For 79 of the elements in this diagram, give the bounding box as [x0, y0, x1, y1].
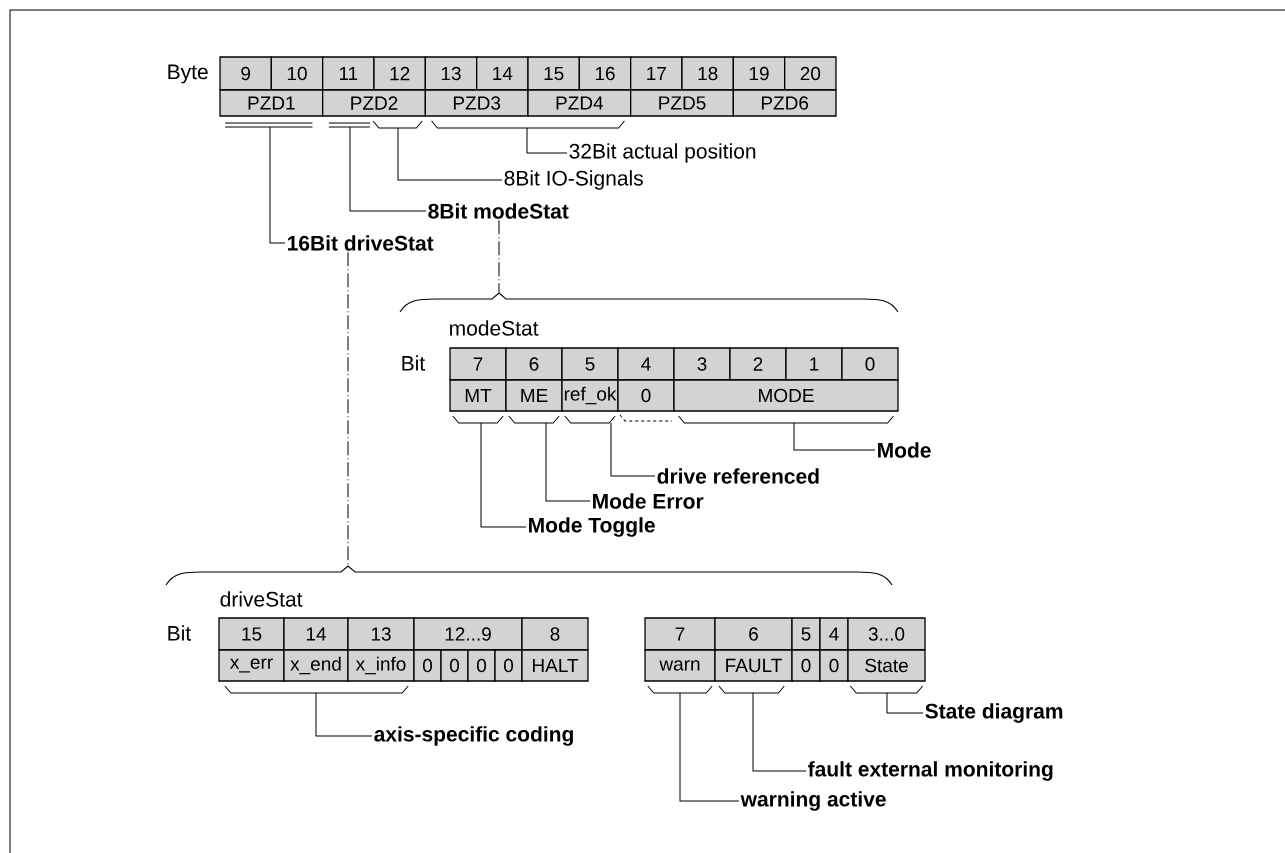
- leader-line: [431, 120, 625, 154]
- leader-line: [508, 415, 591, 502]
- leader-line: [718, 685, 807, 772]
- table-cell: 14: [283, 617, 349, 651]
- table-cell: PZD1: [219, 89, 324, 117]
- table-cell: x_err: [218, 649, 285, 682]
- callout-label: axis-specific coding: [374, 726, 573, 746]
- table-cell: 4: [617, 347, 675, 381]
- table-label: Byte: [168, 64, 208, 84]
- table-cell: 5: [561, 347, 619, 381]
- table-cell: 15: [218, 617, 285, 651]
- table-cell: 8: [521, 617, 589, 651]
- callout-label: drive referenced: [657, 468, 819, 484]
- table-cell: 0: [791, 649, 821, 682]
- callout-label: 8Bit IO-Signals: [504, 170, 643, 190]
- table-cell: PZD4: [527, 89, 632, 117]
- table-cell: 6: [505, 347, 563, 381]
- table-cell: 19: [732, 56, 786, 91]
- table-cell: 2: [729, 347, 787, 381]
- leader-line: [328, 122, 427, 212]
- table-cell: PZD5: [630, 89, 734, 117]
- table-cell: 5: [791, 617, 821, 651]
- table-cell: PZD6: [732, 89, 837, 117]
- callout-label: Mode Error: [593, 493, 704, 509]
- table-cell: PZD2: [322, 89, 426, 117]
- table-cell: 0: [494, 649, 523, 682]
- leader-line: [849, 685, 924, 714]
- table-cell: x_end: [283, 649, 349, 682]
- table-cell: 9: [219, 56, 272, 91]
- table-cell: 13: [347, 617, 415, 651]
- table-cell: 0: [841, 347, 899, 381]
- table-cell: 0: [819, 649, 849, 682]
- table-cell: 0: [440, 649, 469, 682]
- leader-line: [564, 415, 656, 477]
- table-cell: 10: [270, 56, 324, 91]
- callout-label: fault external monitoring: [808, 761, 1053, 781]
- table-cell: 15: [527, 56, 580, 91]
- table-cell: 3: [673, 347, 731, 381]
- dashed-leader-line: [498, 219, 500, 293]
- table-cell: 1: [785, 347, 843, 381]
- table-cell: 20: [784, 56, 837, 91]
- table-label: driveStat: [220, 591, 303, 607]
- table-cell: PZD3: [424, 89, 529, 117]
- callout-label: State diagram: [925, 703, 1063, 723]
- table-cell: warn: [644, 649, 716, 682]
- callout-label: 32Bit actual position: [569, 143, 756, 163]
- leader-line: [224, 685, 409, 737]
- callout-label: 8Bit modeStat: [428, 203, 569, 219]
- table-label: Bit: [402, 355, 425, 371]
- leader-line: [678, 415, 895, 451]
- callout-label: Mode: [878, 442, 931, 458]
- table-cell: ref_ok: [561, 379, 619, 412]
- table-cell: 0: [467, 649, 496, 682]
- table-cell: 7: [644, 617, 716, 651]
- table-cell: 7: [449, 347, 507, 381]
- table-label: Bit: [168, 625, 191, 641]
- table-cell: MT: [449, 379, 507, 412]
- callout-label: warning active: [740, 791, 886, 811]
- dashed-leader-line: [347, 251, 349, 566]
- table-cell: 16: [578, 56, 632, 91]
- table-cell: 0: [413, 649, 442, 682]
- brace: [165, 565, 893, 586]
- brace: [399, 292, 899, 313]
- table-cell: 0: [617, 379, 675, 412]
- table-label: modeStat: [450, 320, 539, 336]
- callout-label: Mode Toggle: [529, 517, 655, 537]
- table-cell: 4: [819, 617, 849, 651]
- callout-label: 16Bit driveStat: [288, 235, 434, 251]
- table-cell: 17: [630, 56, 683, 91]
- leader-line: [452, 415, 527, 528]
- table-cell: 14: [476, 56, 529, 91]
- table-cell: 12: [373, 56, 426, 91]
- table-cell: 13: [424, 56, 478, 91]
- leader-line: [372, 120, 503, 181]
- table-cell: 18: [681, 56, 734, 91]
- table-cell: ME: [505, 379, 563, 412]
- leader-line: [647, 685, 740, 802]
- leader-line: [224, 122, 313, 244]
- table-cell: 11: [322, 56, 375, 91]
